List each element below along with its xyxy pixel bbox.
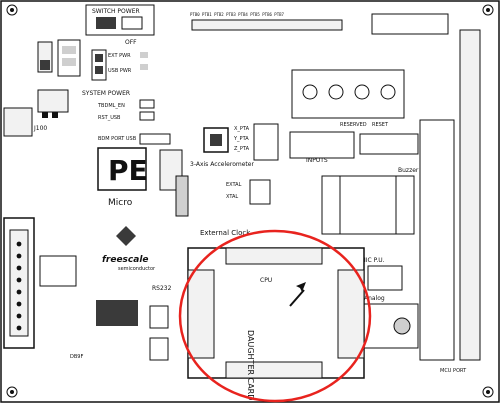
freescale-text: freescale [102,255,149,265]
power-leds: EXT PWR USB PWR [91,49,148,81]
external-clock-label: External Clock [200,229,251,237]
system-power-label: SYSTEM POWER [82,90,130,97]
ext-pwr-label: EXT PWR [108,53,131,59]
freescale-logo: freescale semiconductor [102,226,156,272]
clock-inputs: EXTAL XTAL External Clock [175,175,271,237]
system-power-block: SYSTEM POWER TBDML_EN RST_USB BDM PORT U… [37,89,171,145]
usb-pwr-label: USB PWR [108,68,132,74]
corner-holes [6,4,494,398]
iic-pullup: IIC P.U. [364,257,403,291]
db9f-label: DB9F [70,354,83,360]
off-label: OFF [125,39,137,46]
tbdml-en-label: TBDML_EN [97,103,125,109]
analog-label: Analog [364,295,385,302]
mcu-port-label: MCU PORT [440,368,467,374]
mcu-socket: DAUGHTER CARD CPU [187,247,365,400]
accelerometer: 3-Axis Accelerometer X_PTA Y_PTA Z_PTA [190,123,279,168]
z-pta-label: Z_PTA [234,146,250,152]
ptb-labels: PTB0 PTB1 PTB2 PTB3 PTB4 PTB5 PTB6 PTB7 [190,12,285,17]
iic-pu-label: IIC P.U. [364,257,385,264]
highlight-circle [178,229,372,403]
power-jack [37,39,81,77]
rs232-block: RS232 DB9F [3,217,172,361]
usb-connector: J100 [3,107,47,137]
rs232-label: RS232 [152,285,172,292]
reserved-label: RESERVED [340,122,367,128]
daughter-card-label: DAUGHTER CARD [246,330,255,400]
extal-label: EXTAL [226,182,242,188]
xtal-label: XTAL [226,194,238,200]
pe-logo-text: PE [108,154,148,187]
accelerometer-label: 3-Axis Accelerometer [190,161,254,168]
y-pta-label: Y_PTA [233,136,249,142]
reset-label: RESET [372,122,389,128]
semiconductor-text: semiconductor [118,266,156,272]
right-header: MCU PORT [419,29,481,374]
switch-power-block: SWITCH POWER OFF [85,4,155,46]
rst-usb-label: RST_USB [98,115,121,121]
inputs-label: INPUTS [306,157,328,164]
x-pta-label: X_PTA [234,126,250,132]
j100-label: J100 [33,125,47,132]
top-header: PTB0 PTB1 PTB2 PTB3 PTB4 PTB5 PTB6 PTB7 [190,12,449,35]
push-buttons: RESERVED RESET [291,69,405,128]
micro-label: Micro [108,198,133,208]
cpu-label: CPU [260,277,272,284]
switch-power-label: SWITCH POWER [92,8,140,15]
inputs-area: INPUTS [289,131,419,164]
buzzer-label: Buzzer [398,167,419,174]
buzzer: Buzzer [321,167,419,235]
bdm-port-usb-label: BDM PORT USB [98,136,137,142]
